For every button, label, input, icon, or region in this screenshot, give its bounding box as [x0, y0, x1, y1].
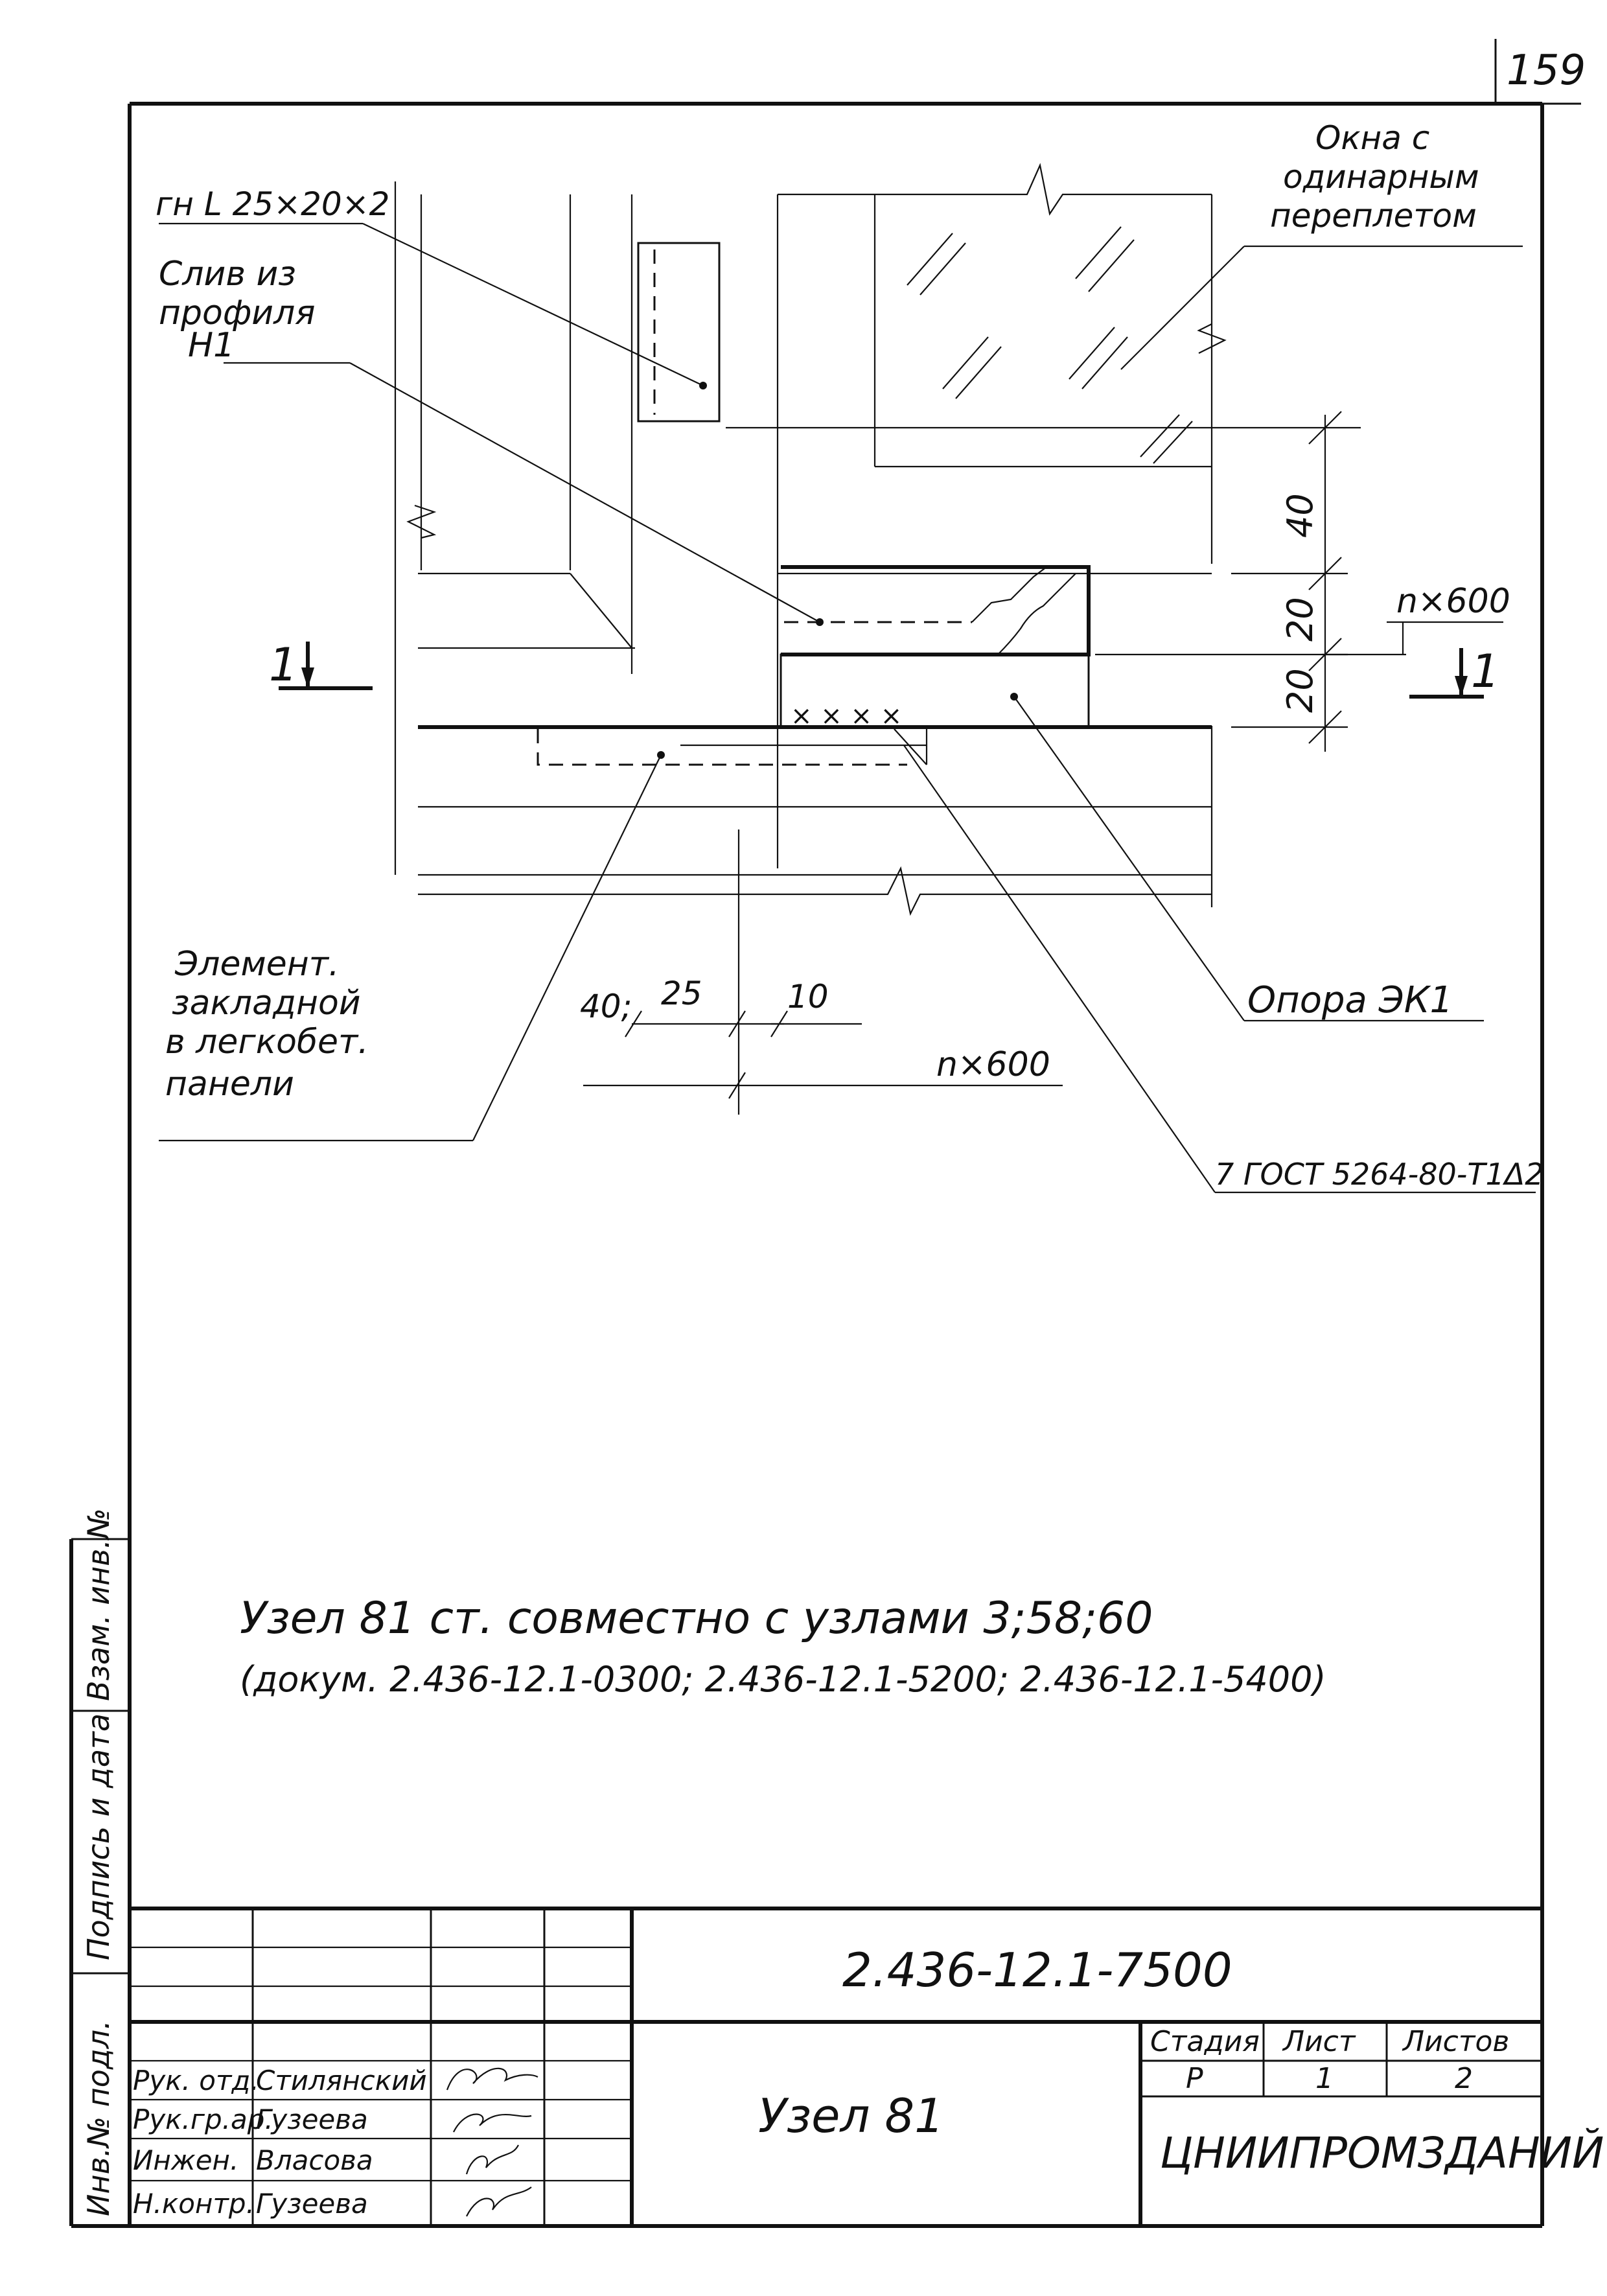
dim-h-40: 40;: [580, 988, 632, 1025]
role-3: Н.контр.: [133, 2188, 255, 2220]
label-element-4: панели: [165, 1065, 294, 1104]
role-0: Рук. отд.: [133, 2065, 259, 2096]
name-0: Стилянский: [256, 2065, 427, 2096]
page-number-corner: 159: [1494, 39, 1586, 105]
page-number: 159: [1507, 47, 1586, 95]
name-1: Гузеева: [256, 2104, 368, 2135]
name-3: Гузеева: [256, 2188, 368, 2220]
dim-h-10: 10: [787, 978, 829, 1015]
sheet-frame: [69, 102, 1544, 2228]
label-gost: 7 ГОСТ 5264-80-Т1Δ2: [1215, 1157, 1543, 1192]
label-drip-1: Слив из: [159, 255, 296, 294]
dim-step-bottom: n×600: [936, 1045, 1050, 1084]
sheet-value: 1: [1315, 2062, 1334, 2095]
doc-code: 2.436-12.1-7500: [842, 1943, 1232, 1997]
dim-vertical-mid: 20: [1280, 597, 1321, 642]
organization: ЦНИИПРОМЗДАНИЙ: [1160, 2128, 1604, 2178]
side-stamp-replace-inv: Взам. инв.№: [81, 1508, 116, 1701]
dim-vertical-bottom: 20: [1280, 668, 1321, 713]
role-1: Рук.гр.ар.: [133, 2104, 273, 2135]
svg-text:× × × ×: × × × ×: [791, 701, 902, 731]
label-element-2: закладной: [172, 984, 361, 1023]
label-element-1: Элемент.: [174, 945, 340, 984]
label-window-3: переплетом: [1270, 197, 1477, 235]
node-drawing: × × × × 1 1 40 20 20 n×600: [159, 163, 1536, 1194]
side-stamp-inv-orig: Инв.№ подл.: [81, 2020, 116, 2216]
stage-header: Стадия: [1150, 2025, 1260, 2058]
label-element-3: в легкобет.: [165, 1023, 369, 1061]
label-drip-2: профиля: [159, 294, 316, 332]
stage-value: Р: [1186, 2062, 1203, 2095]
signatures: [446, 2067, 538, 2217]
sheets-value: 2: [1455, 2062, 1473, 2095]
note-line-1: Узел 81 ст. совместно с узлами 3;58;60: [240, 1593, 1153, 1644]
side-stamp: Взам. инв.№ Подпись и дата Инв.№ подл.: [71, 1508, 130, 2216]
label-window-1: Окна с: [1315, 119, 1429, 157]
dim-step-right: n×600: [1396, 582, 1510, 621]
role-2: Инжен.: [133, 2144, 238, 2176]
dim-h-25: 25: [661, 975, 702, 1012]
node-note: Узел 81 ст. совместно с узлами 3;58;60 (…: [240, 1593, 1326, 1700]
section-mark-right: 1: [1471, 645, 1500, 698]
side-stamp-sign-date: Подпись и дата: [81, 1713, 116, 1960]
title-block: 2.436-12.1-7500 Узел 81 Стадия Лист Лист…: [130, 1907, 1604, 2226]
name-2: Власова: [256, 2144, 373, 2176]
label-angle: гн L 25×20×2: [156, 185, 389, 223]
note-line-2: (докум. 2.436-12.1-0300; 2.436-12.1-5200…: [240, 1659, 1326, 1700]
label-window-2: одинарным: [1283, 158, 1479, 196]
node-title: Узел 81: [758, 2089, 944, 2143]
sheet-header: Лист: [1282, 2025, 1356, 2058]
sheets-header: Листов: [1402, 2025, 1509, 2058]
callout-labels: гн L 25×20×2 Слив из профиля Н1 Окна с о…: [156, 119, 1543, 1192]
dim-vertical-top: 40: [1280, 493, 1321, 538]
label-drip-3: Н1: [188, 326, 235, 365]
label-support: Опора ЭК1: [1247, 979, 1453, 1021]
section-mark-left: 1: [269, 638, 298, 691]
